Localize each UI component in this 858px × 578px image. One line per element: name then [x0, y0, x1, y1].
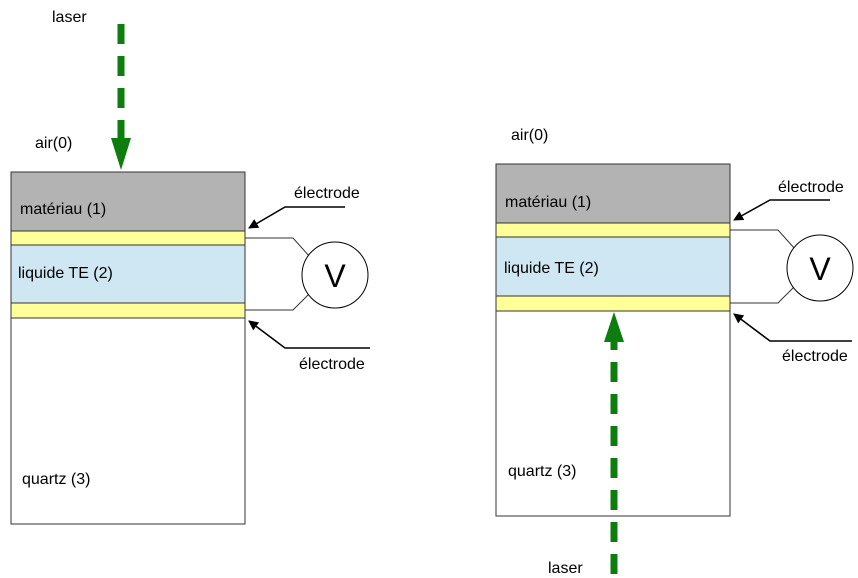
left-laser-arrowhead	[111, 138, 131, 170]
right-bottom-electrode	[495, 295, 731, 312]
right-electrode-top-label: électrode	[778, 179, 844, 196]
left-electrode-bottom-arrow	[248, 320, 370, 349]
right-liquid-label: liquide TE (2)	[504, 260, 599, 277]
right-voltmeter	[786, 234, 854, 302]
left-electrode-top-label: électrode	[294, 185, 360, 202]
right-air-label: air(0)	[511, 127, 548, 144]
left-air-label: air(0)	[35, 135, 72, 152]
left-wire-top	[245, 237, 311, 258]
left-liquid-label: liquide TE (2)	[18, 265, 113, 282]
left-liquid-layer	[10, 244, 246, 304]
right-electrode-top-arrow	[733, 199, 830, 221]
left-quartz-label: quartz (3)	[22, 471, 90, 488]
right-setup: air(0) matériau (1) liquide TE (2) quart…	[495, 127, 854, 577]
left-top-electrode	[10, 230, 246, 246]
right-wire-bottom	[730, 285, 796, 304]
right-material-layer	[495, 163, 731, 224]
left-electrode-bottom-label: électrode	[299, 356, 365, 373]
left-bottom-electrode	[10, 302, 246, 319]
left-setup: laser air(0) matériau (1) liquide TE (2)…	[10, 9, 370, 525]
right-liquid-layer	[495, 236, 731, 297]
right-electrode-bottom-arrow	[733, 313, 852, 342]
left-electrode-top-arrow	[248, 206, 345, 229]
left-laser-label: laser	[52, 9, 87, 26]
right-electrode-bottom-label: électrode	[782, 348, 848, 365]
left-material-label: matériau (1)	[20, 201, 106, 218]
right-quartz-label: quartz (3)	[508, 463, 576, 480]
right-voltmeter-label: V	[809, 251, 831, 287]
left-voltmeter	[301, 241, 369, 309]
left-quartz-layer	[10, 317, 246, 525]
right-laser-label: laser	[548, 560, 583, 577]
right-laser-arrowhead	[604, 312, 624, 342]
right-top-electrode	[495, 222, 731, 238]
right-material-label: matériau (1)	[505, 194, 591, 211]
right-wire-top	[730, 229, 796, 250]
left-wire-bottom	[245, 292, 311, 311]
left-voltmeter-label: V	[324, 258, 346, 294]
